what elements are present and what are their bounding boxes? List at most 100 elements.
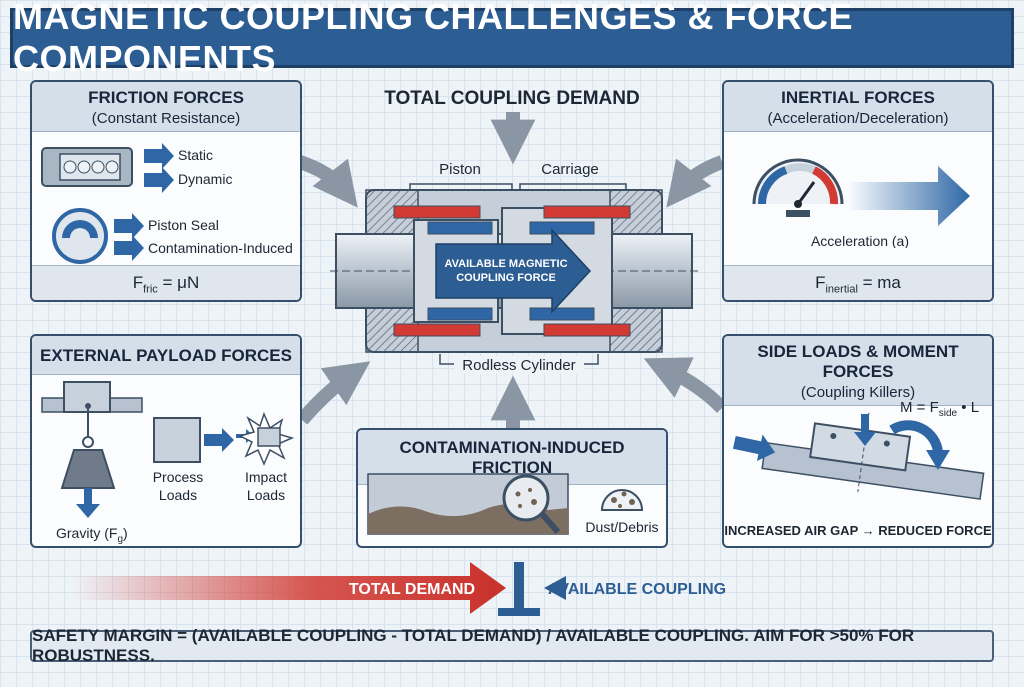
moment-formula-main: M = F <box>900 399 939 416</box>
payload-panel: EXTERNAL PAYLOAD FORCES Process Loads Im… <box>30 334 302 548</box>
available-arrowhead-icon <box>544 576 566 600</box>
seal-icon <box>52 208 108 264</box>
gravity-arrow-icon <box>76 488 100 518</box>
process-load-icon <box>153 417 201 463</box>
title-bar: MAGNETIC COUPLING CHALLENGES & FORCE COM… <box>10 0 1014 79</box>
friction-arrows <box>114 143 174 261</box>
process-arrow-icon <box>204 428 234 452</box>
inertial-formula-f: F <box>815 273 826 292</box>
inertial-panel: INERTIAL FORCES (Acceleration/Decelerati… <box>722 80 994 302</box>
contamination-title: CONTAMINATION-INDUCED FRICTION <box>399 438 625 477</box>
weight-icon <box>60 449 116 489</box>
safety-margin-banner: SAFETY MARGIN = (AVAILABLE COUPLING - TO… <box>30 626 994 665</box>
inertial-title: INERTIAL FORCES <box>781 88 935 107</box>
process-label-2: Loads <box>159 487 197 503</box>
inertial-illustration: Acceleration (a) <box>752 158 970 248</box>
friction-title: FRICTION FORCES <box>88 88 244 107</box>
friction-formula-sub: fric <box>143 283 158 296</box>
friction-item-seal: Piston Seal <box>148 217 219 233</box>
dust-label: Dust/Debris <box>585 519 658 535</box>
side-illustration: M = Fside • L <box>732 399 985 500</box>
side-panel: SIDE LOADS & MOMENT FORCES (Coupling Kil… <box>722 334 994 548</box>
inertial-formula-sub: inertial <box>825 283 858 296</box>
total-demand-arrow <box>72 562 506 614</box>
friction-item-contamination: Contamination-Induced <box>148 240 293 256</box>
total-demand-heading: TOTAL COUPLING DEMAND <box>384 88 640 109</box>
gravity-label-text: Gravity (F <box>56 525 117 541</box>
bearing-icon <box>41 147 133 187</box>
inertial-subtitle: (Acceleration/Deceleration) <box>767 110 949 127</box>
moment-arc-icon <box>889 420 943 453</box>
payload-header: EXTERNAL PAYLOAD FORCES <box>32 336 300 375</box>
friction-illustration: Static Dynamic Piston Seal Contamination… <box>41 143 293 264</box>
magnet-top-right-red <box>543 205 631 219</box>
magnet-bottom-right-red <box>543 323 631 337</box>
friction-header: FRICTION FORCES (Constant Resistance) <box>32 82 300 132</box>
contamination-illustration: Dust/Debris <box>367 473 659 535</box>
side-header: SIDE LOADS & MOMENT FORCES (Coupling Kil… <box>724 336 992 406</box>
coupling-force-text-2: COUPLING FORCE <box>456 272 556 284</box>
magnet-bottom-right-blue <box>529 307 595 321</box>
side-footer: INCREASED AIR GAP → REDUCED FORCE <box>724 523 992 538</box>
piston-bracket <box>409 183 513 190</box>
arrow-static-icon <box>144 143 174 169</box>
inertial-formula: Finertial = ma <box>724 265 992 300</box>
magnet-top-left-red <box>393 205 481 219</box>
acceleration-arrow <box>848 166 970 226</box>
arrow-contamination-icon <box>114 235 144 261</box>
friction-formula: Ffric = μN <box>32 265 300 300</box>
tilted-rail-icon <box>761 412 985 500</box>
available-coupling-label: AVAILABLE COUPLING <box>548 581 726 598</box>
dust-icon <box>600 489 644 511</box>
coupling-force-arrow <box>435 228 592 314</box>
arrow-seal-icon <box>114 213 144 239</box>
arrow-friction <box>297 155 358 208</box>
gravity-label-close: ) <box>123 525 128 541</box>
magnet-top-left-blue <box>427 221 493 235</box>
arrow-side <box>643 357 728 413</box>
cylinder-label: Rodless Cylinder <box>462 357 575 374</box>
carriage-label: Carriage <box>541 161 599 178</box>
payload-illustration: Process Loads Impact Loads Gravity (Fg) <box>41 381 295 545</box>
magnet-bottom-left-red <box>393 323 481 337</box>
friction-item-dynamic: Dynamic <box>178 171 232 187</box>
gravity-label-sub: g <box>117 534 123 545</box>
magnifier-icon <box>502 474 561 534</box>
coupling-force-text-1: AVAILABLE MAGNETIC <box>444 258 567 270</box>
impact-label-2: Loads <box>247 487 285 503</box>
contamination-panel: CONTAMINATION-INDUCED FRICTION Dust/Debr… <box>356 428 668 548</box>
friction-panel: FRICTION FORCES (Constant Resistance) St… <box>30 80 302 302</box>
side-title: SIDE LOADS & MOMENT FORCES <box>757 342 959 381</box>
magnet-top-right-blue <box>529 221 595 235</box>
friction-subtitle: (Constant Resistance) <box>91 110 241 127</box>
friction-formula-f: F <box>132 273 144 292</box>
impact-label-1: Impact <box>245 469 287 485</box>
carriage-bracket <box>519 183 627 190</box>
gauge-icon <box>752 158 844 217</box>
payload-title: EXTERNAL PAYLOAD FORCES <box>40 346 292 365</box>
moment-formula-sub: side <box>939 408 958 419</box>
gravity-label: Gravity (Fg) <box>56 525 128 545</box>
arrow-dynamic-icon <box>144 167 174 193</box>
page-title: MAGNETIC COUPLING CHALLENGES & FORCE COM… <box>13 0 854 79</box>
process-label-1: Process <box>153 469 204 485</box>
friction-formula-rest: = μN <box>157 273 200 292</box>
magnet-bottom-left-blue <box>427 307 493 321</box>
inertial-header: INERTIAL FORCES (Acceleration/Decelerati… <box>724 82 992 132</box>
gray-flow-arrows <box>296 112 728 430</box>
safety-margin-text: SAFETY MARGIN = (AVAILABLE COUPLING - TO… <box>32 626 915 665</box>
side-subtitle: (Coupling Killers) <box>800 384 916 401</box>
cylinder-diagram: Piston Carriage AVAILABLE MAGNETIC COUPL… <box>330 161 700 374</box>
inertial-formula-rest: = ma <box>857 273 901 292</box>
down-force-arrow-icon <box>854 414 876 446</box>
piston-label: Piston <box>439 161 481 178</box>
demand-comparison: TOTAL DEMAND AVAILABLE COUPLING <box>72 562 726 616</box>
arrow-payload <box>296 361 371 425</box>
acceleration-label: Acceleration (a) <box>811 233 909 248</box>
impact-load-icon <box>257 427 281 447</box>
moment-formula: M = Fside • L <box>900 399 979 419</box>
friction-item-static: Static <box>178 147 213 163</box>
cylinder-label-bg <box>454 356 584 374</box>
total-demand-label: TOTAL DEMAND <box>349 581 475 598</box>
